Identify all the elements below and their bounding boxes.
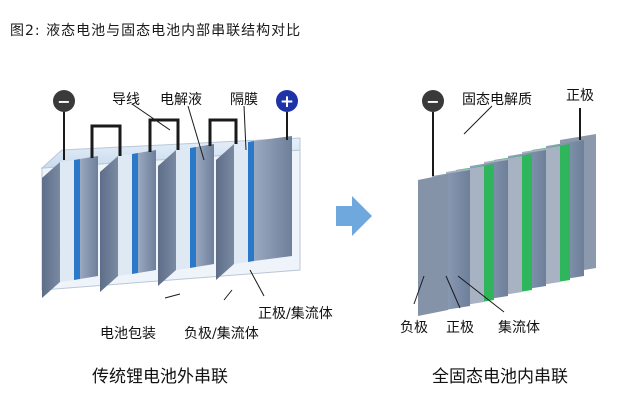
- series-wires: [90, 118, 238, 158]
- left-cell-3: [158, 144, 214, 286]
- label-packaging: 电池包装: [100, 326, 156, 342]
- label-anode: 负极: [400, 320, 428, 336]
- negative-terminal-icon-right: [422, 90, 444, 112]
- label-separator: 隔膜: [230, 92, 258, 108]
- negative-terminal-symbol-right: −: [426, 92, 439, 111]
- negative-terminal-symbol: −: [57, 92, 70, 111]
- left-battery-group: − + 导线 电解液 隔膜 正极/集流体 电池包装 负极/集流体 传统锂电池外串…: [40, 90, 333, 387]
- figure-title: 图2: 液态电池与固态电池内部串联结构对比: [10, 23, 302, 39]
- label-top-right: 正极: [566, 88, 594, 104]
- negative-terminal-icon: [53, 90, 75, 112]
- right-caption: 全固态电池内串联: [432, 367, 568, 387]
- left-caption: 传统锂电池外串联: [92, 367, 228, 387]
- label-solid-electrolyte: 固态电解质: [462, 92, 532, 108]
- left-cell-1: [42, 156, 98, 298]
- right-battery-group: − 固态电解质 正极 负极 正极 集流体 全固态电池内串联: [400, 88, 596, 387]
- label-anode-collector: 负极/集流体: [184, 325, 259, 342]
- left-cell-4: [216, 136, 292, 280]
- right-arrow-icon: [336, 196, 372, 236]
- left-cell-2: [100, 150, 156, 292]
- label-wire: 导线: [112, 92, 140, 108]
- label-cathode: 正极: [446, 320, 474, 336]
- positive-terminal-symbol: +: [280, 92, 294, 112]
- positive-terminal-icon: [276, 90, 298, 112]
- label-cathode-collector: 正极/集流体: [258, 305, 333, 322]
- label-collector: 集流体: [498, 319, 540, 336]
- label-electrolyte: 电解液: [160, 92, 202, 108]
